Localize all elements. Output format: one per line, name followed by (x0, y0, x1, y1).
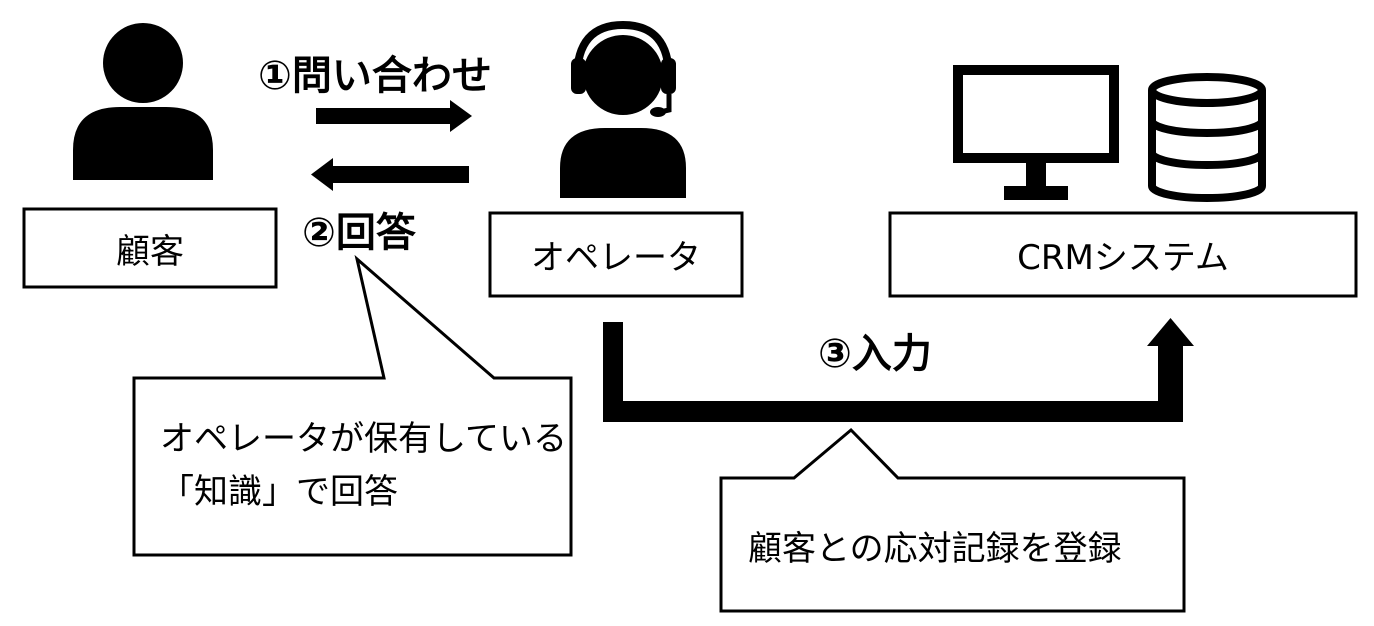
customer-person-icon (73, 23, 213, 180)
knowledge-callout-line2: 「知識」で回答 (160, 472, 398, 512)
record-callout (719, 427, 1186, 613)
inquiry-flow-label: ①問い合わせ (258, 53, 492, 99)
customer-label: 顧客 (116, 231, 184, 272)
crm-label: CRMシステム (1017, 238, 1229, 278)
operator-box (488, 211, 744, 298)
record-callout-text: 顧客との応対記録を登録 (748, 529, 1122, 569)
operator-label: オペレータ (531, 238, 701, 278)
knowledge-callout (132, 254, 573, 557)
monitor-icon (953, 65, 1119, 200)
answer-flow-label: ②回答 (302, 210, 416, 256)
customer-box (22, 207, 278, 289)
inquiry-arrow (316, 100, 472, 132)
input-flow-label: ③入力 (818, 331, 932, 377)
crm-box (888, 211, 1358, 298)
knowledge-callout-line1: オペレータが保有している (160, 419, 567, 459)
answer-arrow (311, 158, 469, 191)
database-icon (1148, 73, 1266, 202)
operator-headset-icon (560, 20, 686, 198)
input-arrow (603, 318, 1194, 422)
